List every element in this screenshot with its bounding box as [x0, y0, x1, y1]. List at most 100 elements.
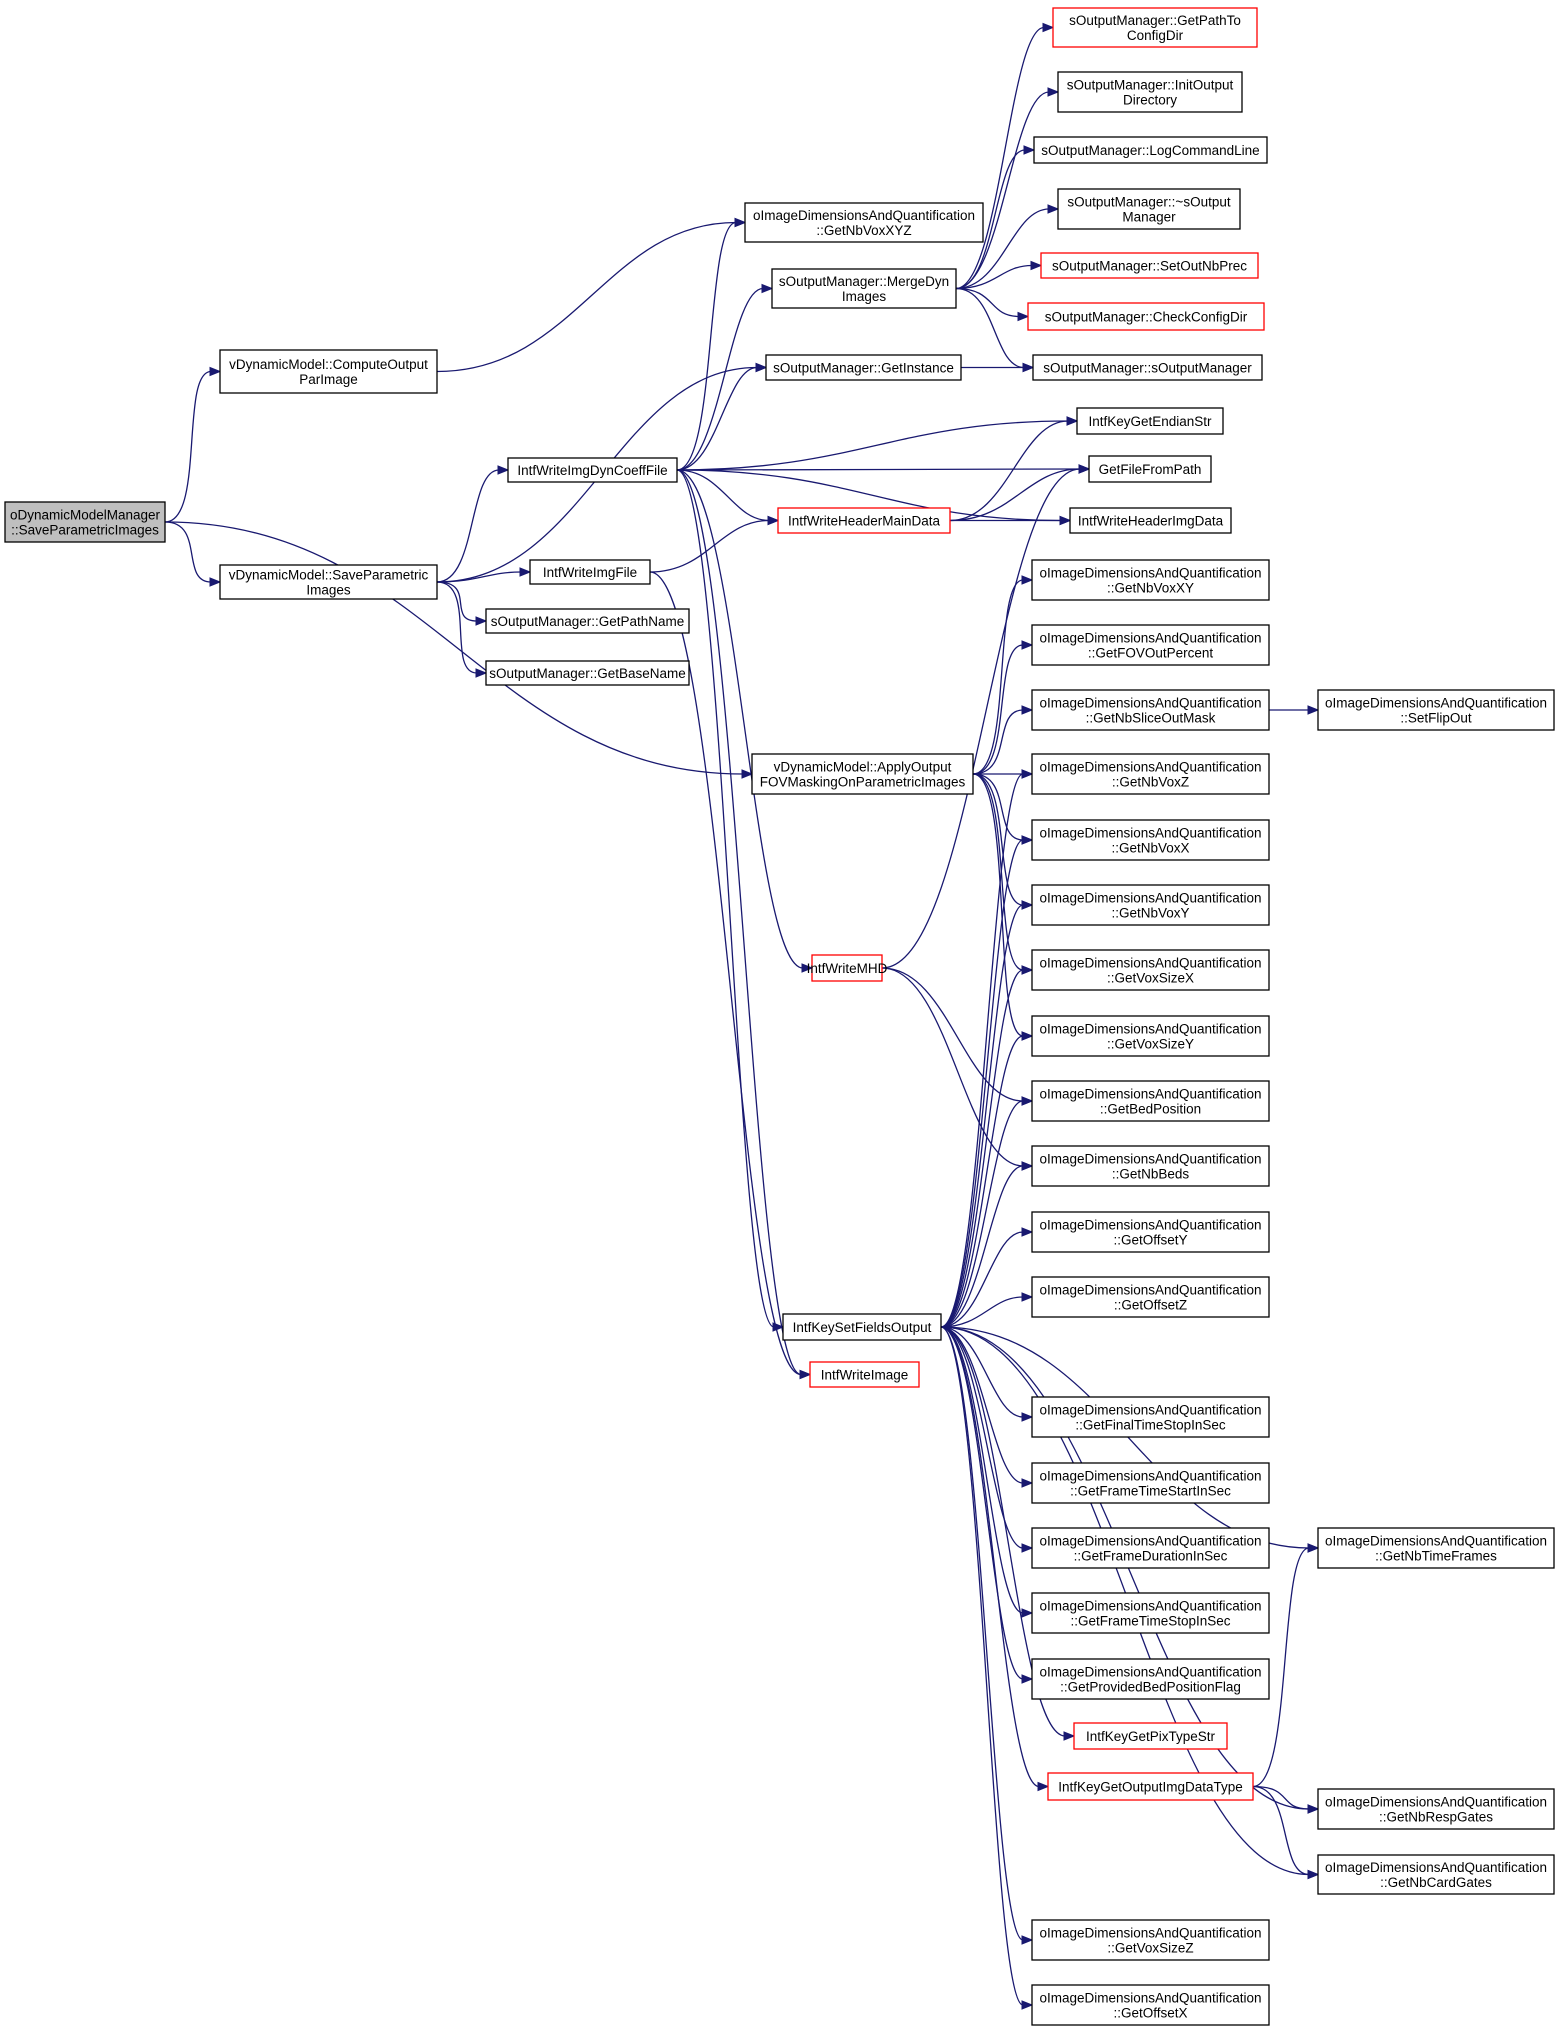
node-writeHdrMain[interactable]: IntfWriteHeaderMainData	[777, 507, 951, 534]
node-box-getInstance[interactable]	[765, 354, 962, 381]
node-outType[interactable]: IntfKeyGetOutputImgDataType	[1047, 1772, 1254, 1801]
node-writeMHD[interactable]: IntfWriteMHD	[807, 954, 888, 982]
node-getNbTime[interactable]: oImageDimensionsAndQuantification::GetNb…	[1317, 1527, 1555, 1569]
node-box-getNbTime[interactable]	[1317, 1527, 1555, 1569]
node-box-getNbVoxZ[interactable]	[1031, 753, 1270, 795]
node-getFrStart[interactable]: oImageDimensionsAndQuantification::GetFr…	[1031, 1462, 1270, 1504]
node-box-pixType[interactable]	[1073, 1722, 1228, 1750]
node-getFrDur[interactable]: oImageDimensionsAndQuantification::GetFr…	[1031, 1527, 1270, 1569]
node-box-initOut[interactable]	[1057, 71, 1243, 113]
node-setPrec[interactable]: sOutputManager::SetOutNbPrec	[1040, 252, 1259, 279]
node-box-getOffZ[interactable]	[1031, 1276, 1270, 1318]
node-box-endian[interactable]	[1076, 407, 1224, 435]
node-writeDyn[interactable]: IntfWriteImgDynCoeffFile	[507, 457, 678, 483]
node-writeImage[interactable]: IntfWriteImage	[809, 1361, 920, 1388]
node-box-getOffX[interactable]	[1031, 1984, 1270, 2026]
node-box-merge[interactable]	[771, 268, 957, 309]
node-box-getFOV[interactable]	[1031, 624, 1270, 666]
node-box-getBaseName[interactable]	[485, 660, 690, 686]
node-writeImgFile[interactable]: IntfWriteImgFile	[529, 559, 651, 585]
node-box-setFlip[interactable]	[1317, 689, 1555, 731]
node-getFOV[interactable]: oImageDimensionsAndQuantification::GetFO…	[1031, 624, 1270, 666]
node-box-getNbBeds[interactable]	[1031, 1145, 1270, 1187]
node-checkCfg[interactable]: sOutputManager::CheckConfigDir	[1027, 302, 1265, 331]
node-getProv[interactable]: oImageDimensionsAndQuantification::GetPr…	[1031, 1658, 1270, 1700]
node-box-getNbVoxXYZ[interactable]	[744, 202, 984, 243]
node-box-ctor[interactable]	[1032, 354, 1263, 381]
node-box-getPathCfg[interactable]	[1052, 7, 1258, 48]
node-box-getNbVoxY[interactable]	[1031, 884, 1270, 926]
node-box-getBedPos[interactable]	[1031, 1080, 1270, 1122]
node-getFile[interactable]: GetFileFromPath	[1088, 455, 1212, 483]
node-root[interactable]: oDynamicModelManager::SaveParametricImag…	[4, 501, 166, 543]
node-getNbBeds[interactable]: oImageDimensionsAndQuantification::GetNb…	[1031, 1145, 1270, 1187]
node-getNbVoxX[interactable]: oImageDimensionsAndQuantification::GetNb…	[1031, 819, 1270, 861]
node-box-getNbVoxX[interactable]	[1031, 819, 1270, 861]
node-box-dtor[interactable]	[1057, 188, 1241, 230]
node-box-getFile[interactable]	[1088, 455, 1212, 483]
node-getOffZ[interactable]: oImageDimensionsAndQuantification::GetOf…	[1031, 1276, 1270, 1318]
node-getBaseName[interactable]: sOutputManager::GetBaseName	[485, 660, 690, 686]
node-box-getNbVoxXY[interactable]	[1031, 559, 1270, 601]
node-ctor[interactable]: sOutputManager::sOutputManager	[1032, 354, 1263, 381]
node-box-getVoxSizeY[interactable]	[1031, 1015, 1270, 1057]
node-dtor[interactable]: sOutputManager::~sOutputManager	[1057, 188, 1241, 230]
node-box-compOut[interactable]	[219, 349, 438, 394]
node-box-saveParam[interactable]	[219, 564, 438, 600]
node-box-getFrStop[interactable]	[1031, 1592, 1270, 1634]
node-setFlip[interactable]: oImageDimensionsAndQuantification::SetFl…	[1317, 689, 1555, 731]
node-box-writeHdrMain[interactable]	[777, 507, 951, 534]
node-box-writeImgFile[interactable]	[529, 559, 651, 585]
node-getVoxSizeZ[interactable]: oImageDimensionsAndQuantification::GetVo…	[1031, 1919, 1270, 1961]
node-box-setFields[interactable]	[782, 1313, 942, 1341]
node-getPathName[interactable]: sOutputManager::GetPathName	[485, 608, 690, 634]
node-getInstance[interactable]: sOutputManager::GetInstance	[765, 354, 962, 381]
node-box-getSlice[interactable]	[1031, 689, 1270, 731]
node-getOffY[interactable]: oImageDimensionsAndQuantification::GetOf…	[1031, 1211, 1270, 1253]
node-box-logCmd[interactable]	[1033, 136, 1268, 164]
node-getFinal[interactable]: oImageDimensionsAndQuantification::GetFi…	[1031, 1396, 1270, 1438]
node-box-getProv[interactable]	[1031, 1658, 1270, 1700]
node-box-checkCfg[interactable]	[1027, 302, 1265, 331]
node-getVoxSizeX[interactable]: oImageDimensionsAndQuantification::GetVo…	[1031, 949, 1270, 991]
node-box-getFrStart[interactable]	[1031, 1462, 1270, 1504]
node-getBedPos[interactable]: oImageDimensionsAndQuantification::GetBe…	[1031, 1080, 1270, 1122]
node-getNbVoxXYZ[interactable]: oImageDimensionsAndQuantification::GetNb…	[744, 202, 984, 243]
node-box-getPathName[interactable]	[485, 608, 690, 634]
node-saveParam[interactable]: vDynamicModel::SaveParametricImages	[219, 564, 438, 600]
node-getFrStop[interactable]: oImageDimensionsAndQuantification::GetFr…	[1031, 1592, 1270, 1634]
node-box-root[interactable]	[4, 501, 166, 543]
node-setFields[interactable]: IntfKeySetFieldsOutput	[782, 1313, 942, 1341]
node-box-setPrec[interactable]	[1040, 252, 1259, 279]
node-getSlice[interactable]: oImageDimensionsAndQuantification::GetNb…	[1031, 689, 1270, 731]
node-getNbResp[interactable]: oImageDimensionsAndQuantification::GetNb…	[1317, 1788, 1555, 1830]
node-box-applyFOV[interactable]	[751, 753, 974, 795]
node-box-writeMHD[interactable]	[811, 954, 883, 982]
node-box-getNbCard[interactable]	[1317, 1854, 1555, 1895]
node-box-writeImage[interactable]	[809, 1361, 920, 1388]
node-getVoxSizeY[interactable]: oImageDimensionsAndQuantification::GetVo…	[1031, 1015, 1270, 1057]
node-getNbVoxZ[interactable]: oImageDimensionsAndQuantification::GetNb…	[1031, 753, 1270, 795]
node-box-getFinal[interactable]	[1031, 1396, 1270, 1438]
node-box-getOffY[interactable]	[1031, 1211, 1270, 1253]
node-endian[interactable]: IntfKeyGetEndianStr	[1076, 407, 1224, 435]
node-box-getNbResp[interactable]	[1317, 1788, 1555, 1830]
node-pixType[interactable]: IntfKeyGetPixTypeStr	[1073, 1722, 1228, 1750]
node-box-getVoxSizeX[interactable]	[1031, 949, 1270, 991]
node-box-writeDyn[interactable]	[507, 457, 678, 483]
node-logCmd[interactable]: sOutputManager::LogCommandLine	[1033, 136, 1268, 164]
node-applyFOV[interactable]: vDynamicModel::ApplyOutputFOVMaskingOnPa…	[751, 753, 974, 795]
node-box-writeHdrImg[interactable]	[1069, 507, 1232, 534]
node-getNbCard[interactable]: oImageDimensionsAndQuantification::GetNb…	[1317, 1854, 1555, 1895]
node-writeHdrImg[interactable]: IntfWriteHeaderImgData	[1069, 507, 1232, 534]
node-getNbVoxXY[interactable]: oImageDimensionsAndQuantification::GetNb…	[1031, 559, 1270, 601]
node-box-getVoxSizeZ[interactable]	[1031, 1919, 1270, 1961]
node-getOffX[interactable]: oImageDimensionsAndQuantification::GetOf…	[1031, 1984, 1270, 2026]
node-getNbVoxY[interactable]: oImageDimensionsAndQuantification::GetNb…	[1031, 884, 1270, 926]
node-box-getFrDur[interactable]	[1031, 1527, 1270, 1569]
node-box-outType[interactable]	[1047, 1772, 1254, 1801]
